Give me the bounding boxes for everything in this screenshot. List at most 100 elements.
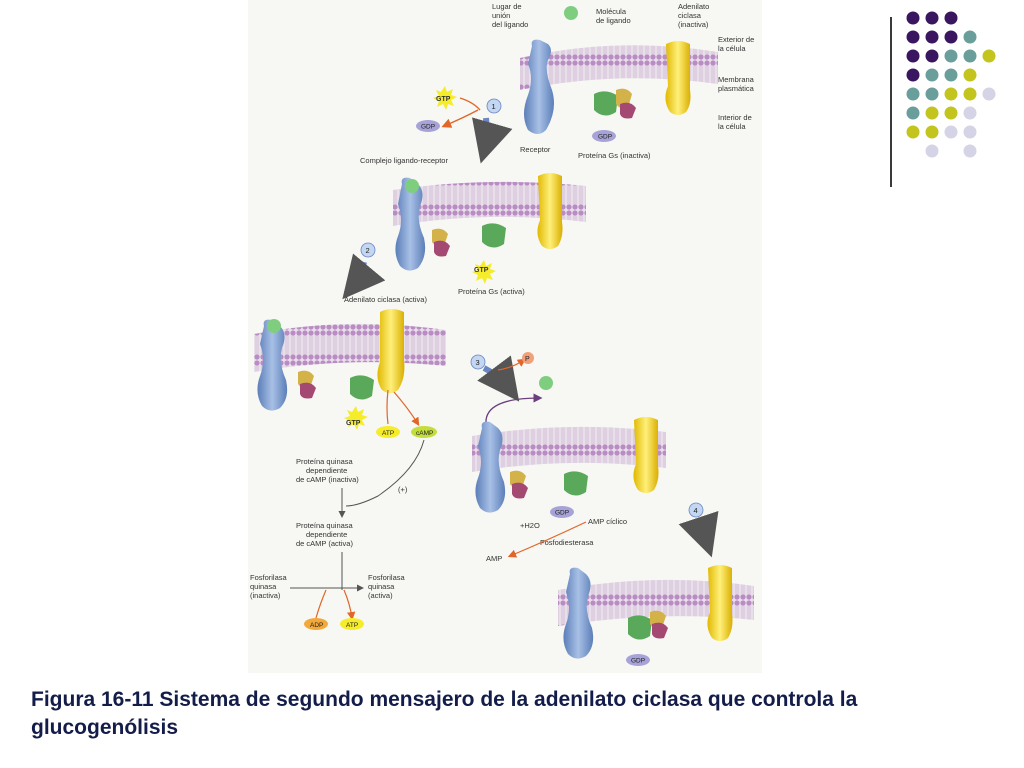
g-alpha-active	[482, 223, 506, 248]
h2o-label: +H2O	[520, 521, 540, 530]
decor-dot	[944, 87, 958, 101]
gtp-label-3: GTP	[346, 420, 361, 427]
decor-dot	[925, 49, 939, 63]
gdp-badge-left	[416, 120, 440, 132]
interior-2: la célula	[718, 122, 746, 131]
atp-label: ATP	[382, 430, 394, 437]
decor-dot	[963, 87, 977, 101]
receptor-shape	[395, 177, 426, 271]
decor-dot	[982, 87, 996, 101]
fosforilasa-activa-3: (activa)	[368, 591, 393, 600]
g-gamma-subunit	[300, 382, 316, 399]
gdp-badge	[592, 130, 616, 142]
decor-dot	[944, 11, 958, 25]
gdp-badge	[626, 654, 650, 666]
camp-label: cAMP	[416, 430, 433, 437]
panel-2: Complejo ligando-receptor GTP Proteína G…	[360, 156, 586, 296]
gtp-star	[344, 406, 368, 430]
gdp-label-left: GDP	[421, 124, 435, 131]
step-1-number: 1	[492, 102, 496, 111]
g-alpha-subunit	[594, 91, 618, 116]
phosphate-label: P	[525, 356, 530, 363]
decor-dot	[906, 49, 920, 63]
lugar-union-3: del ligando	[492, 20, 528, 29]
phosphate-badge	[522, 352, 534, 364]
panel-3: Adenilato ciclasa (activa) GTP ATP cAMP …	[250, 295, 446, 630]
decor-dot	[906, 125, 920, 139]
membrana-2: plasmática	[718, 84, 755, 93]
receptor-shape	[563, 567, 594, 659]
decor-dot	[982, 49, 996, 63]
exterior-2: la célula	[718, 44, 746, 53]
g-gamma-subunit	[512, 482, 528, 499]
decor-dot	[906, 11, 920, 25]
fosforilasa-inactiva-2: quinasa	[250, 582, 277, 591]
adenylate-cyclase-shape	[633, 417, 659, 493]
adenylate-cyclase-diagram: GDP Lugar de unión del ligando Molécula …	[248, 0, 762, 673]
pk-inactiva-3: de cAMP (inactiva)	[296, 475, 359, 484]
receptor-label: Receptor	[520, 145, 551, 154]
atp2-badge	[340, 618, 364, 630]
decor-dot	[925, 11, 939, 25]
fosforilasa-inactiva-1: Fosforilasa	[250, 573, 288, 582]
fosfodiesterasa-label: Fosfodiesterasa	[540, 538, 594, 547]
decor-dot	[906, 68, 920, 82]
dot-grid-canvas	[906, 11, 996, 158]
decorative-dot-grid	[905, 10, 1015, 170]
step-3-number: 3	[476, 358, 480, 367]
adenylate-cyclase-shape	[707, 565, 733, 641]
pk-inactiva-1: Proteína quinasa	[296, 457, 354, 466]
g-alpha-subunit	[628, 615, 652, 640]
lugar-union-1: Lugar de	[492, 2, 522, 11]
adenilato-activa-label: Adenilato ciclasa (activa)	[344, 295, 427, 304]
step-2-arrow: 2	[342, 242, 386, 300]
decor-dot	[925, 144, 939, 158]
adenylate-cyclase-active-shape	[377, 309, 405, 393]
g-alpha-active	[350, 375, 374, 400]
gdp-label-4: GDP	[555, 510, 569, 517]
amp-conversion-arrow	[507, 521, 587, 558]
decor-dot	[963, 68, 977, 82]
g-gamma-subunit	[434, 240, 450, 257]
receptor-shape	[475, 421, 506, 513]
g-gamma-subunit	[620, 102, 636, 119]
interior-1: Interior de	[718, 113, 752, 122]
gdp-badge	[550, 506, 574, 518]
step-2-number: 2	[366, 246, 370, 255]
membrane	[472, 426, 666, 472]
atp-out-arrow	[343, 589, 356, 621]
lugar-union-2: unión	[492, 11, 510, 20]
receptor-shape	[524, 39, 554, 134]
atp-badge	[376, 426, 400, 438]
ligand-molecule	[564, 6, 578, 20]
membrane	[558, 579, 754, 626]
fosforilasa-inactiva-3: (inactiva)	[250, 591, 281, 600]
gdp-release-arrow	[441, 109, 479, 128]
bound-ligand	[267, 319, 281, 333]
molecula-1: Molécula	[596, 7, 627, 16]
gdp-label-5: GDP	[631, 658, 645, 665]
camp-badge	[411, 426, 437, 438]
bound-ligand	[405, 179, 419, 193]
pk-activa-3: de cAMP (activa)	[296, 539, 353, 548]
decor-dot	[944, 125, 958, 139]
decor-dot	[963, 30, 977, 44]
gtp-star	[472, 260, 496, 284]
adp-arrow	[315, 589, 327, 619]
g-gamma-subunit	[652, 622, 668, 639]
amp-ciclico-label: AMP cíclico	[588, 517, 627, 526]
released-ligand	[539, 376, 553, 390]
adenilato-3: (inactiva)	[678, 20, 709, 29]
figure-caption: Figura 16-11 Sistema de segundo mensajer…	[31, 688, 858, 739]
decor-dot	[944, 30, 958, 44]
camp-arrow	[393, 391, 420, 427]
gtp-label-1: GTP	[436, 96, 451, 103]
decor-dot	[925, 106, 939, 120]
adenylate-cyclase-inactive-shape	[665, 41, 691, 115]
adp-label: ADP	[310, 622, 323, 629]
ligand-release-arrow	[485, 393, 543, 425]
adp-badge	[304, 618, 328, 630]
complejo-label: Complejo ligando-receptor	[360, 156, 448, 165]
pk-inactiva-2: dependiente	[306, 466, 347, 475]
decor-dot	[925, 30, 939, 44]
